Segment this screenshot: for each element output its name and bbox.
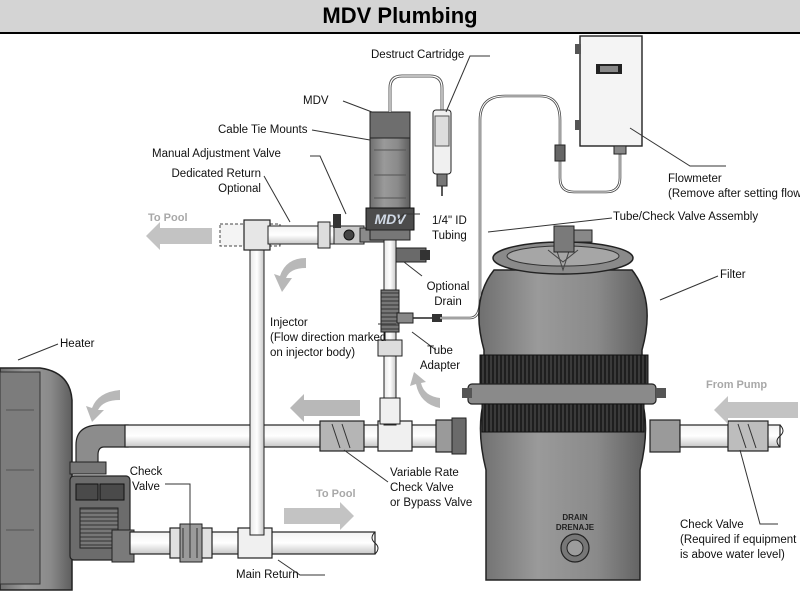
leader-lines: [17, 55, 778, 576]
title-bar: MDV Plumbing: [0, 0, 800, 34]
label-flowmeter-line1: Flowmeter: [668, 173, 722, 185]
upper-pipe: [124, 417, 467, 455]
label-dedicated-return-line1: Dedicated Return: [171, 168, 262, 180]
label-check-valve-left-line2: Valve: [132, 481, 160, 493]
label-injector: Injector (Flow direction marked on injec…: [270, 316, 386, 361]
label-check-valve-right-line2: (Required if equipment: [680, 534, 797, 546]
mdv-logo-text: MDV: [374, 211, 407, 227]
heater-valve-block: [69, 475, 135, 563]
mdv-unit: MDV: [365, 111, 415, 241]
label-to-pool-top: To Pool: [148, 212, 188, 224]
label-check-valve-left-line1: Check: [129, 466, 163, 478]
label-manual-adjustment-valve: Manual Adjustment Valve: [152, 148, 281, 160]
label-optional-drain-line2: Drain: [434, 296, 462, 308]
label-mdv: MDV: [303, 95, 329, 107]
tubing-to-cartridge: [388, 74, 444, 112]
label-flowmeter-line2: (Remove after setting flow): [668, 188, 800, 200]
main-return-pipe: [129, 523, 379, 563]
label-filter: Filter: [720, 269, 746, 281]
diagram-title: MDV Plumbing: [322, 3, 478, 28]
label-check-valve-left: Check Valve: [124, 465, 168, 495]
label-dedicated-return-line2: Optional: [218, 183, 261, 195]
label-optional-drain-line1: Optional: [426, 281, 470, 293]
manual-adjustment-valve: [333, 214, 391, 245]
filter-tank: DRAIN DRENAJE: [462, 225, 666, 581]
heater: [0, 367, 73, 591]
heater-outlet-elbow: [69, 424, 129, 475]
label-injector-line3: on injector body): [270, 347, 356, 359]
label-variable-rate-check-valve: Variable Rate Check Valve or Bypass Valv…: [390, 466, 472, 511]
label-check-valve-right-line3: is above water level): [680, 549, 785, 561]
label-destruct-cartridge: Destruct Cartridge: [371, 49, 465, 61]
label-heater: Heater: [60, 338, 95, 350]
label-injector-line2: (Flow direction marked: [270, 332, 387, 344]
label-check-valve-right-line1: Check Valve: [680, 519, 744, 531]
drain-label-en: DRAIN: [562, 513, 588, 522]
plumbing-diagram: MDV: [0, 35, 798, 591]
label-tube-adapter: Tube Adapter: [413, 344, 467, 374]
label-tube-check-valve-assembly: Tube/Check Valve Assembly: [613, 211, 759, 223]
label-tube-adapter-line1: Tube: [427, 345, 453, 357]
label-cable-tie-mounts: Cable Tie Mounts: [218, 124, 308, 136]
destruct-cartridge: [432, 109, 452, 196]
flow-arrows: [86, 222, 798, 530]
label-to-pool-bottom: To Pool: [316, 488, 356, 500]
pump-inlet-pipe: [649, 419, 784, 453]
label-variable-rate-line2: Check Valve: [390, 482, 454, 494]
injector-assembly: [377, 239, 430, 426]
label-tubing: 1/4" ID Tubing: [432, 214, 467, 244]
label-dedicated-return: Dedicated Return Optional: [148, 167, 262, 197]
label-flowmeter: Flowmeter (Remove after setting flow): [668, 172, 800, 202]
label-injector-line1: Injector: [270, 317, 308, 329]
flowmeter-box: [575, 35, 643, 155]
label-main-return: Main Return: [236, 569, 299, 581]
label-tube-adapter-line2: Adapter: [419, 360, 461, 372]
label-optional-drain: Optional Drain: [420, 280, 476, 310]
label-tubing-line1: 1/4" ID: [432, 215, 467, 227]
label-variable-rate-line3: or Bypass Valve: [390, 497, 473, 509]
label-tubing-line2: Tubing: [432, 230, 467, 242]
label-from-pump: From Pump: [706, 379, 768, 391]
drain-label-es: DRENAJE: [556, 523, 595, 532]
dedicated-return-pipe: [219, 219, 339, 536]
label-check-valve-right: Check Valve (Required if equipment is ab…: [680, 518, 796, 563]
label-variable-rate-line1: Variable Rate: [390, 467, 459, 479]
